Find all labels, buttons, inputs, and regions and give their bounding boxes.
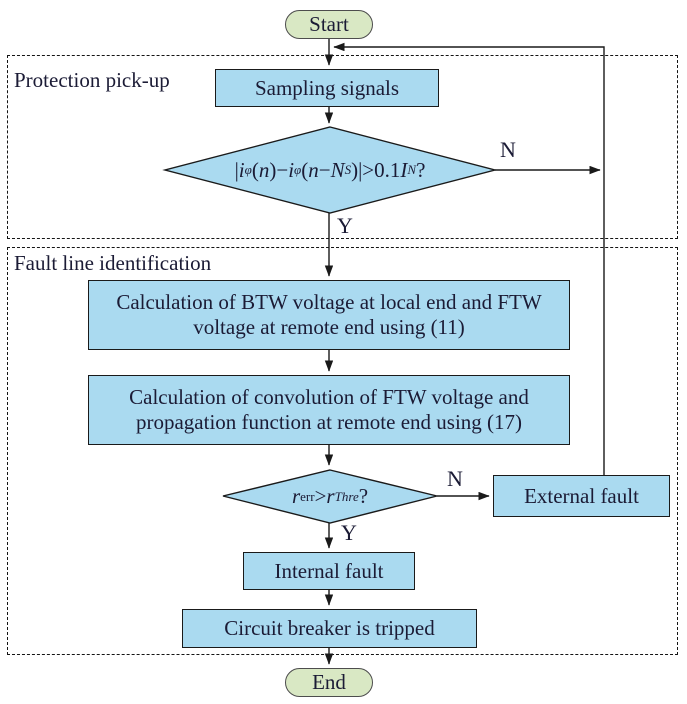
pickup-no-label: N xyxy=(500,137,516,162)
end-terminal: End xyxy=(285,668,373,697)
process-internal-fault: Internal fault xyxy=(243,552,415,590)
group-fault-line-identification xyxy=(7,247,678,655)
ratio-no-label: N xyxy=(447,466,463,491)
end-label: End xyxy=(312,670,346,694)
ratio-decision-diamond xyxy=(222,469,438,524)
internal-fault-label: Internal fault xyxy=(274,558,384,583)
process-external-fault: External fault xyxy=(493,475,670,517)
process-sampling-signals: Sampling signals xyxy=(215,69,439,107)
external-fault-label: External fault xyxy=(524,483,639,508)
start-terminal: Start xyxy=(285,10,373,39)
group-protection-pickup xyxy=(7,55,678,239)
sampling-signals-label: Sampling signals xyxy=(254,75,400,100)
pickup-decision-diamond xyxy=(162,126,498,214)
group-label-protection-pickup: Protection pick-up xyxy=(14,68,170,92)
process-calc-btw-ftw: Calculation of BTW voltage at local end … xyxy=(88,280,570,350)
pickup-yes-label: Y xyxy=(337,213,353,238)
edge-feedback-loop xyxy=(333,42,605,475)
calc-convolution-label: Calculation of convolution of FTW voltag… xyxy=(129,385,529,434)
ratio-yes-label: Y xyxy=(341,520,357,545)
group-label-fault-line-identification: Fault line identification xyxy=(14,251,212,275)
start-label: Start xyxy=(309,12,349,36)
calc-btw-ftw-label: Calculation of BTW voltage at local end … xyxy=(116,290,542,339)
circuit-breaker-label: Circuit breaker is tripped xyxy=(224,616,435,640)
process-circuit-breaker: Circuit breaker is tripped xyxy=(182,609,477,648)
process-calc-convolution: Calculation of convolution of FTW voltag… xyxy=(88,375,570,445)
